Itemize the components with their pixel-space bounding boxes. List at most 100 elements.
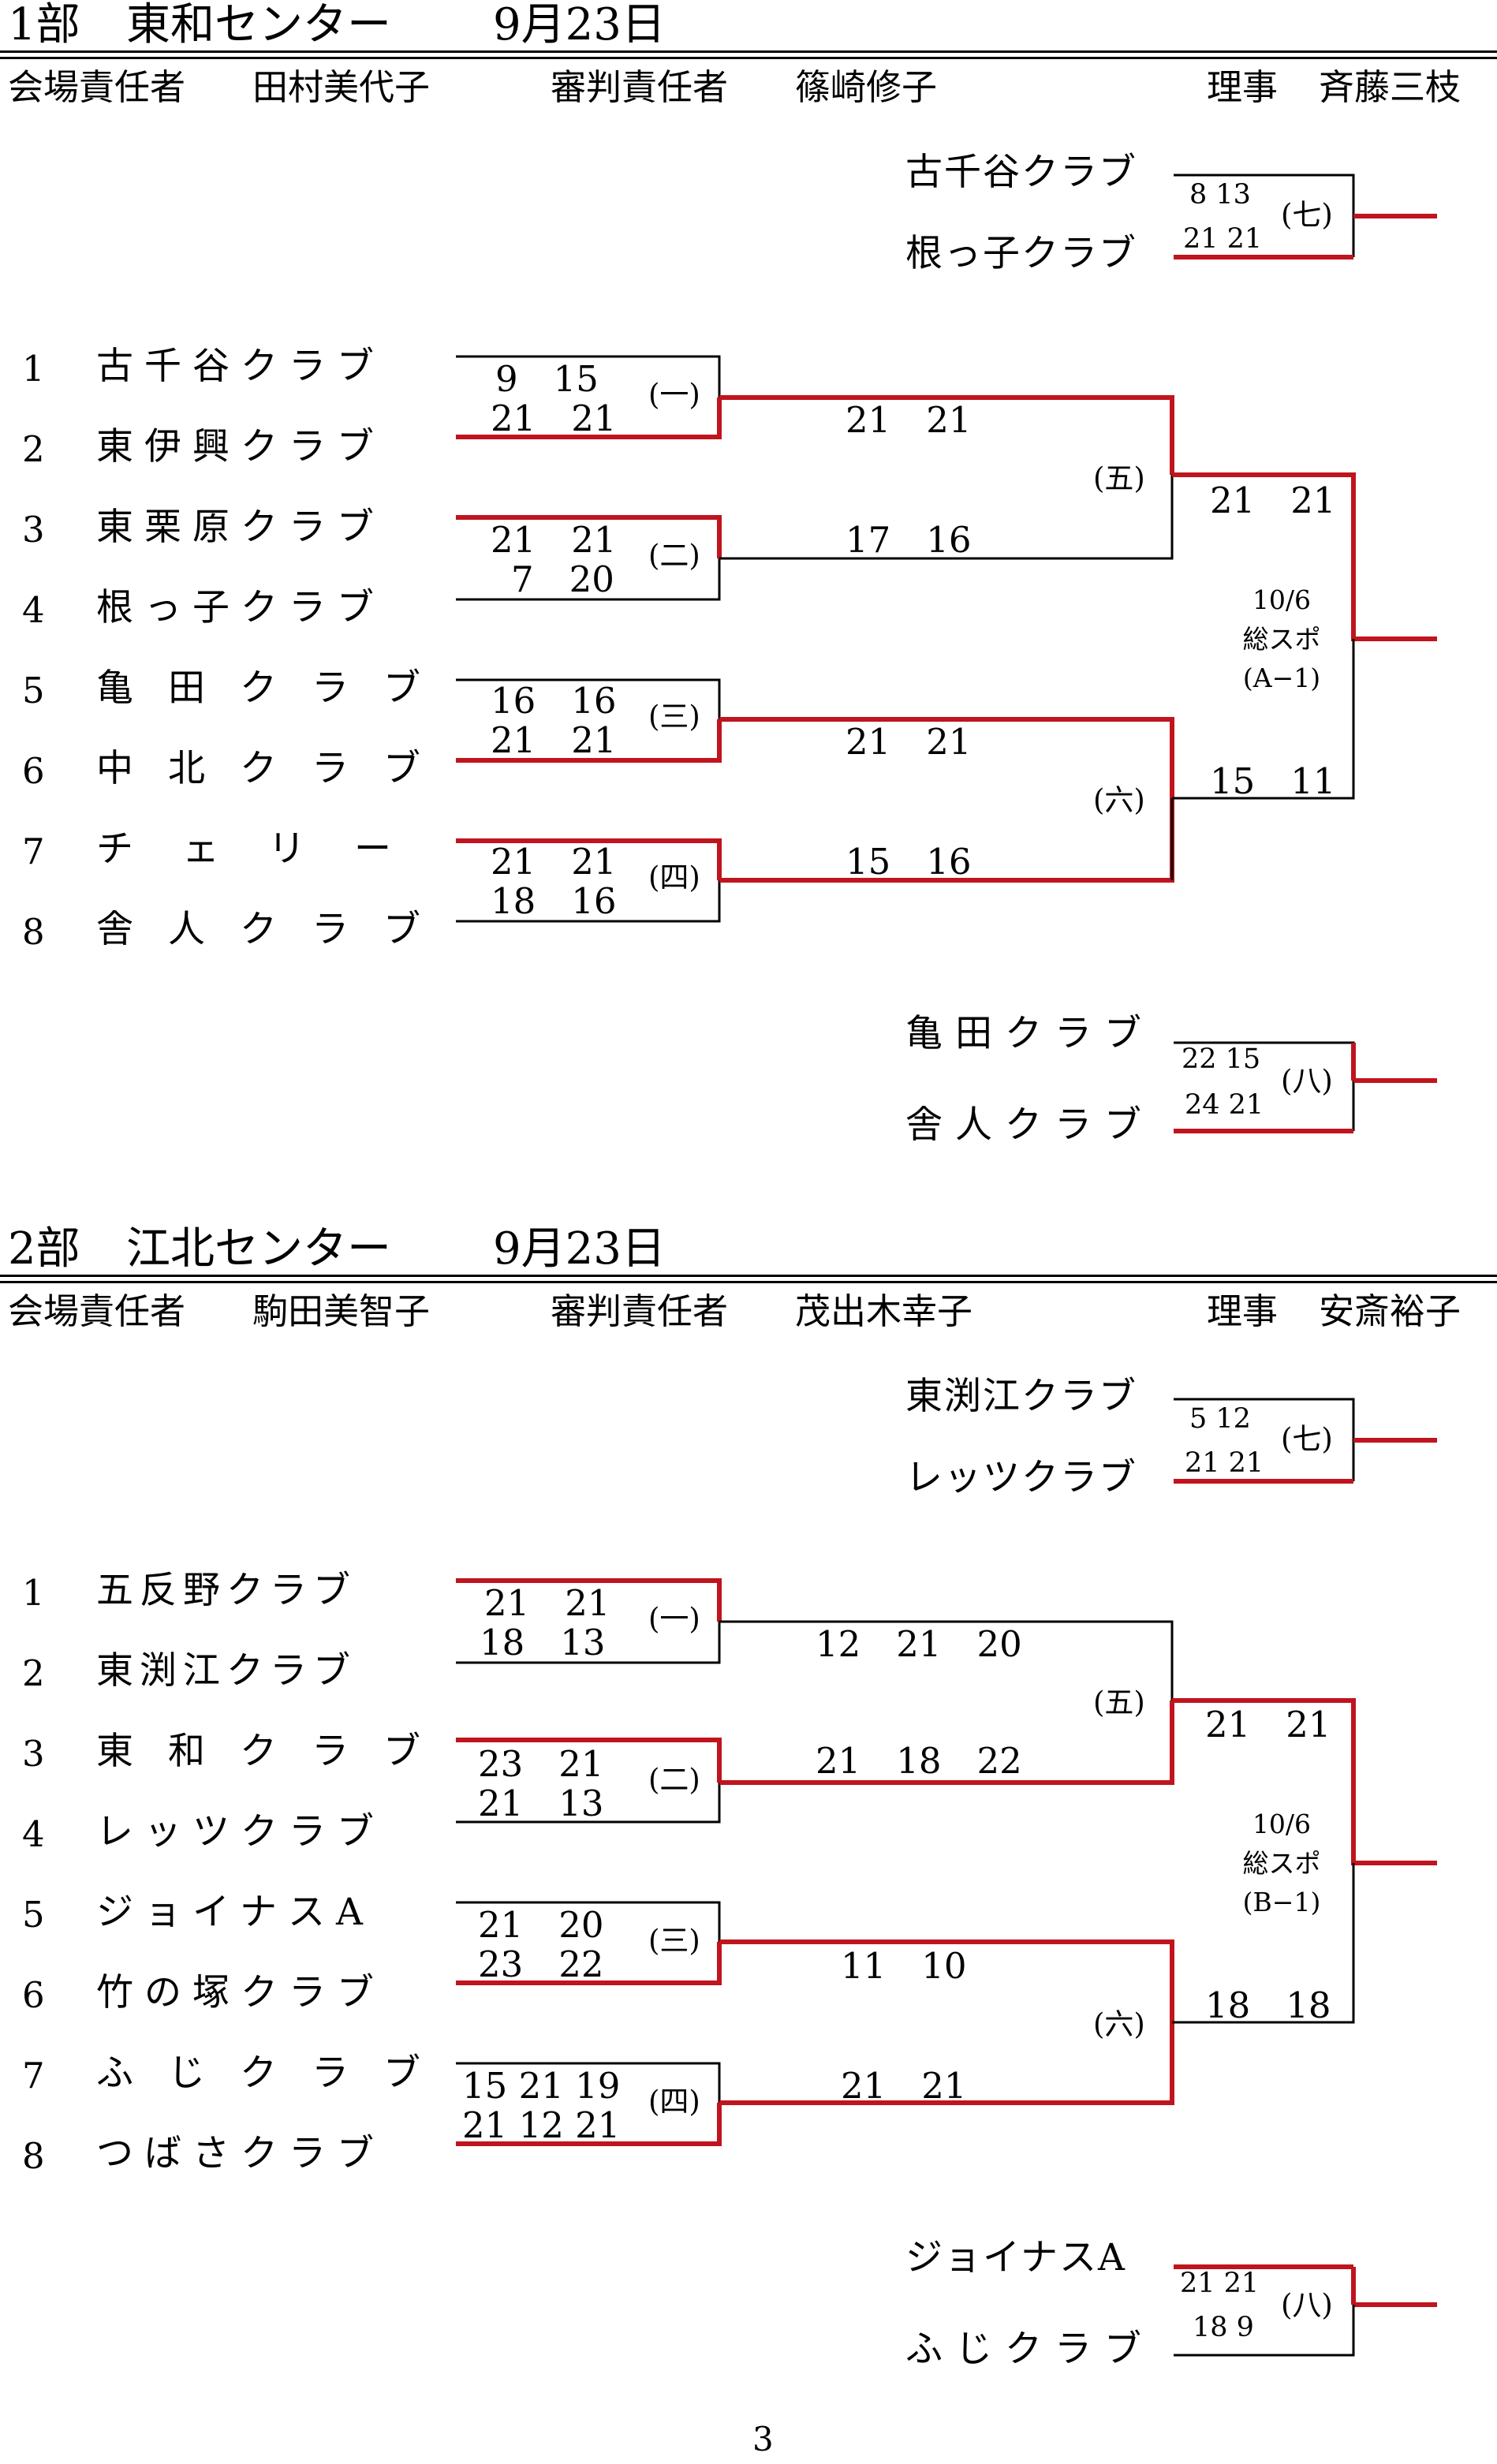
team-name: 古千谷クラブ — [96, 345, 385, 388]
bracket-line-red — [456, 719, 722, 763]
r2-score-top: 12 21 20 — [816, 1623, 1022, 1665]
final-score-top: 21 21 — [1205, 1704, 1331, 1745]
bracket-line-black — [1174, 1398, 1355, 1481]
r1-score-bottom: 21 21 — [491, 719, 617, 761]
bottom-match-score-2: 18 9 — [1193, 2312, 1254, 2343]
team-name: 東和クラブ — [96, 1730, 455, 1773]
director-name: 斉藤三枝 — [1319, 66, 1462, 108]
match-id: (三) — [648, 1924, 700, 1958]
final-place: 総スポ — [1242, 623, 1321, 655]
top-match-team-2: 根っ子クラブ — [905, 232, 1137, 275]
r1-score-top: 21 21 — [491, 841, 617, 883]
team-name: 東伊興クラブ — [96, 425, 385, 469]
bracket-line-black — [456, 1622, 721, 1664]
r2-score-bottom: 21 21 — [841, 2065, 967, 2107]
division-label: 2部 — [8, 1223, 80, 1275]
top-match-team-1: 東渕江クラブ — [905, 1375, 1137, 1418]
team-number: 6 — [22, 1974, 45, 2016]
bracket-section-1 — [456, 174, 1437, 1133]
bracket-line-red — [719, 395, 1174, 475]
team-number: 7 — [22, 831, 45, 872]
match-id: (七) — [1281, 1422, 1333, 1456]
bracket-line-black — [456, 355, 721, 398]
bracket-line-black — [456, 1783, 721, 1824]
r1-score-top: 21 20 — [478, 1904, 604, 1946]
r2-score-bottom: 21 18 22 — [816, 1740, 1022, 1782]
r2-score-top: 11 10 — [841, 1945, 967, 1987]
director-label: 理事 — [1207, 66, 1279, 108]
bracket-line-black — [719, 1620, 1174, 1701]
team-number: 2 — [22, 428, 45, 470]
referee-manager-label: 審判責任者 — [551, 66, 729, 108]
team-number: 4 — [22, 589, 45, 631]
r1-score-bottom: 18 13 — [480, 1622, 606, 1663]
team-name: 五反野クラブ — [96, 1569, 357, 1612]
team-number: 2 — [22, 1652, 45, 1694]
match-id: (四) — [648, 861, 700, 894]
bracket-line-black — [456, 2062, 721, 2103]
final-score-bottom: 15 11 — [1210, 760, 1336, 802]
bottom-match-team-1: ジョイナスA — [905, 2236, 1127, 2279]
r1-score-bottom: 21 21 — [491, 398, 617, 439]
final-date: 10/6 — [1252, 1809, 1312, 1839]
venue-manager-name: 駒田美智子 — [252, 1290, 431, 1332]
team-name: 舎人クラブ — [96, 908, 455, 951]
bottom-match-score-1: 21 21 — [1180, 2268, 1260, 2299]
r2-score-bottom: 17 16 — [846, 519, 972, 561]
header-rule — [0, 57, 1497, 59]
date-label: 9月23日 — [493, 0, 666, 50]
director-name: 安斎裕子 — [1319, 1290, 1462, 1332]
match-id: (二) — [648, 539, 700, 573]
header-rule — [0, 50, 1497, 53]
final-place: 総スポ — [1242, 1847, 1321, 1879]
bracket-line-black — [1174, 1041, 1355, 1131]
final-date: 10/6 — [1252, 584, 1312, 615]
team-name: ジョイナスA — [96, 1891, 375, 1934]
bracket-line-black — [1172, 639, 1355, 800]
team-number: 4 — [22, 1813, 45, 1855]
match-id: (七) — [1281, 198, 1333, 232]
bracket-line-red — [719, 1939, 1174, 2022]
team-number: 7 — [22, 2055, 45, 2096]
bracket-line-red — [456, 1578, 722, 1622]
final-code: (B−1) — [1242, 1887, 1321, 1917]
team-number: 8 — [22, 911, 45, 953]
top-match-score-1: 5 12 — [1189, 1403, 1251, 1435]
venue-title: 東和センター — [126, 0, 391, 50]
r1-score-bottom: 23 22 — [478, 1943, 604, 1985]
match-id: (八) — [1281, 2288, 1333, 2322]
bracket-line-black — [456, 678, 721, 719]
page-number: 3 — [752, 2420, 774, 2458]
bracket-line-red — [456, 515, 722, 558]
bracket-line-red — [1174, 1043, 1437, 1133]
top-match-score-2: 21 21 — [1183, 223, 1263, 255]
team-number: 3 — [22, 1733, 45, 1775]
match-id: (五) — [1093, 1686, 1145, 1719]
match-id: (三) — [648, 700, 700, 734]
venue-manager-label: 会場責任者 — [8, 66, 186, 108]
top-match-team-2: レッツクラブ — [905, 1456, 1137, 1499]
r1-score-bottom: 18 16 — [491, 880, 617, 922]
bracket-line-red — [1174, 2264, 1437, 2307]
bracket-line-red — [456, 398, 722, 439]
team-number: 8 — [22, 2135, 45, 2177]
r1-score-bottom: 21 13 — [478, 1783, 604, 1824]
team-name: 東渕江クラブ — [96, 1649, 357, 1693]
date-label: 9月23日 — [493, 1223, 666, 1275]
final-score-bottom: 18 18 — [1205, 1984, 1331, 2026]
bracket-section-2 — [456, 1398, 1437, 2357]
bracket-line-red — [719, 2022, 1174, 2105]
bracket-line-red — [1174, 214, 1437, 259]
team-name: ふじクラブ — [96, 2051, 455, 2095]
referee-manager-name: 篠崎修子 — [795, 66, 938, 108]
header-rule — [0, 1275, 1497, 1277]
venue-manager-label: 会場責任者 — [8, 1290, 186, 1332]
match-id: (二) — [648, 1763, 700, 1797]
bracket-line-red — [456, 838, 722, 880]
team-name: つばさクラブ — [96, 2132, 385, 2175]
team-name: 中北クラブ — [96, 747, 455, 790]
r1-score-top: 16 16 — [491, 680, 617, 722]
r1-score-bottom: 7 20 — [511, 558, 614, 600]
team-name: レッツクラブ — [96, 1810, 385, 1854]
